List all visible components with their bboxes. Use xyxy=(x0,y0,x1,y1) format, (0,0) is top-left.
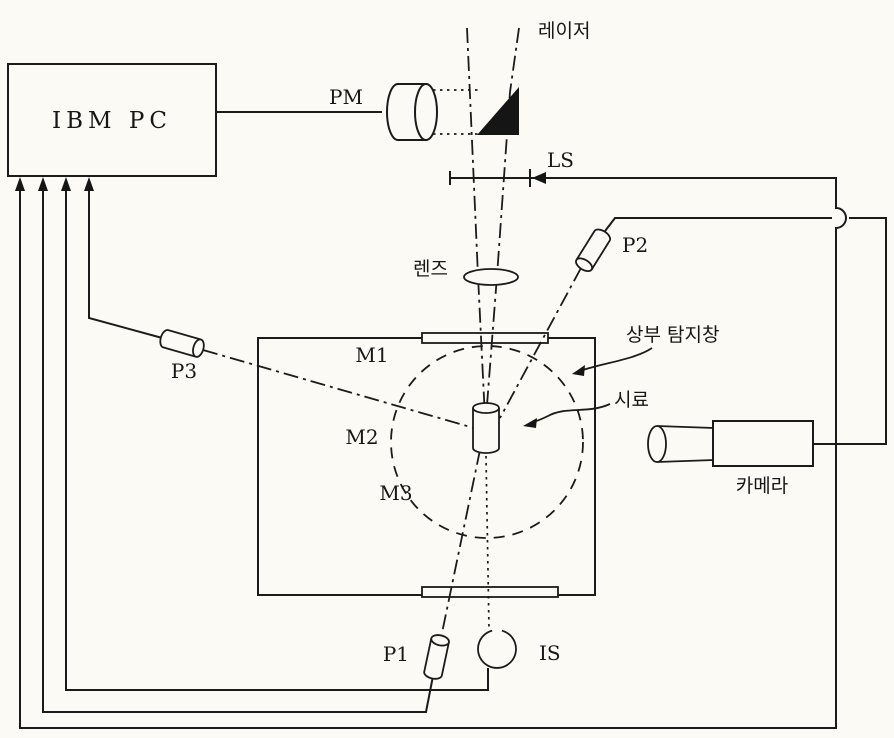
laser-beam-left xyxy=(466,27,486,419)
p1-detector xyxy=(423,634,450,680)
wire-is xyxy=(65,188,489,691)
camera-lens xyxy=(647,425,667,463)
pc-arrow-1 xyxy=(15,177,25,191)
optical-path-p3 xyxy=(202,349,475,429)
laser-beam-right xyxy=(485,27,520,419)
p1-body xyxy=(423,638,450,680)
ibm-pc-label: IBM PC xyxy=(52,108,172,134)
chamber-top-window xyxy=(421,332,549,344)
optical-path-is xyxy=(485,455,490,630)
wire-p2-camera xyxy=(601,217,887,445)
wire-p1 xyxy=(42,188,434,713)
chamber-box xyxy=(257,337,596,596)
upper-window-leader-line xyxy=(579,347,653,372)
ls-arrowhead xyxy=(532,172,546,184)
integrating-sphere xyxy=(477,629,517,669)
pc-arrow-2 xyxy=(38,177,48,191)
camera xyxy=(647,420,814,467)
wire-ls-loop xyxy=(19,177,847,729)
m3-label: M3 xyxy=(379,481,412,505)
p1-face xyxy=(430,634,450,647)
sample-body xyxy=(472,408,500,454)
p3-detector xyxy=(159,329,205,358)
pc-arrow-4 xyxy=(84,177,94,191)
ls-label: LS xyxy=(547,148,574,172)
sample-leader-arrowhead xyxy=(523,418,537,428)
ibm-pc-box xyxy=(7,63,217,177)
optical-path-p1 xyxy=(441,449,481,634)
upper-window-label: 상부 탐지창 xyxy=(626,324,719,346)
pm-label: PM xyxy=(329,85,363,109)
camera-body xyxy=(712,420,814,467)
pm-face xyxy=(414,83,438,141)
chamber-bottom-window xyxy=(421,586,559,598)
camera-cone-top xyxy=(656,425,715,429)
optical-path-p2 xyxy=(499,267,582,419)
m2-label: M2 xyxy=(345,425,378,449)
sample xyxy=(472,402,500,454)
is-label: IS xyxy=(539,641,561,665)
laser-label: 레이저 xyxy=(538,20,590,42)
pc-arrow-3 xyxy=(61,177,71,191)
lens xyxy=(463,268,519,286)
sample-label: 시료 xyxy=(614,389,649,411)
camera-label: 카메라 xyxy=(736,475,788,497)
upper-window-leader-arrowhead xyxy=(572,365,585,376)
camera-cone-bottom xyxy=(656,459,715,463)
pm-detector xyxy=(386,83,438,141)
p2-label: P2 xyxy=(622,233,648,257)
p3-face xyxy=(192,338,205,358)
p3-label: P3 xyxy=(171,359,197,383)
p2-detector xyxy=(575,228,612,273)
detection-circle xyxy=(390,345,584,539)
p3-body xyxy=(159,329,202,358)
beam-splitter-prism xyxy=(477,87,519,135)
p1-label: P1 xyxy=(383,642,409,666)
sample-top xyxy=(472,402,500,414)
lens-label: 렌즈 xyxy=(413,258,448,280)
p2-face xyxy=(575,257,594,273)
m1-label: M1 xyxy=(355,343,388,367)
wire-p3 xyxy=(88,188,167,340)
